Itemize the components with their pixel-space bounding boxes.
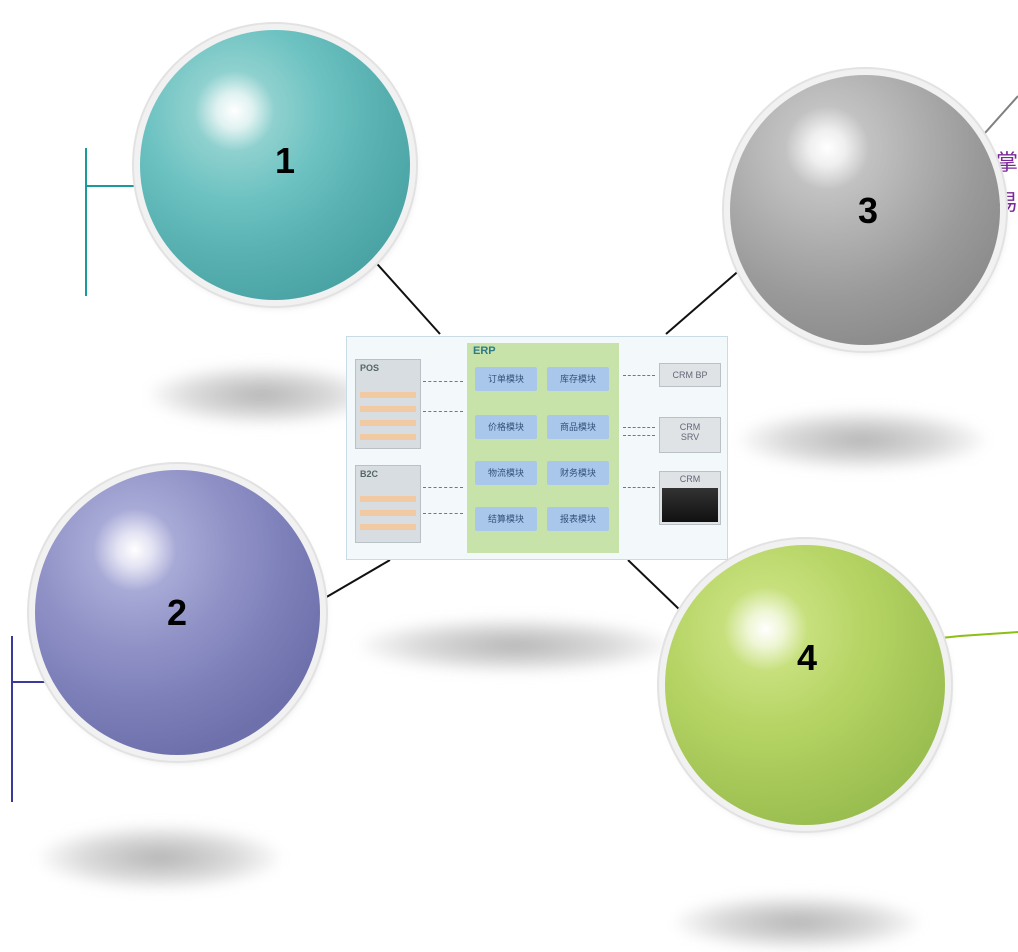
sphere-3-shadow (740, 410, 985, 470)
b2c-stripe (360, 496, 416, 502)
erp-module: 库存模块 (547, 367, 609, 391)
arrow-b2c-in (423, 487, 463, 488)
edge-text-line1: 掌 (996, 151, 1018, 176)
connector-1 (369, 255, 441, 335)
crm-box: CRM (659, 471, 721, 525)
edge-text-line2: 易 (996, 191, 1018, 216)
pos-system: POS (355, 359, 421, 449)
sphere-1-shadow (150, 365, 375, 425)
pos-stripe (360, 420, 416, 426)
sphere-2-shadow (40, 825, 280, 890)
arrow-crm (623, 487, 655, 488)
erp-module: 物流模块 (475, 461, 537, 485)
crm-screenshot (662, 488, 718, 522)
arrow-pos-out (423, 411, 463, 412)
erp-module: 结算模块 (475, 507, 537, 531)
connector-2 (317, 559, 391, 603)
b2c-stripe (360, 524, 416, 530)
arrow-crm-srv-out (623, 427, 655, 428)
sphere-4-number: 4 (797, 637, 818, 678)
sphere-4-shadow (675, 895, 920, 950)
erp-module: 价格模块 (475, 415, 537, 439)
connector-4 (627, 559, 683, 613)
arrow-crm-bp (623, 375, 655, 376)
pos-stripe (360, 392, 416, 398)
arrow-b2c-out (423, 513, 463, 514)
erp-module: 订单模块 (475, 367, 537, 391)
pos-stripe (360, 434, 416, 440)
crm-label: CRM (679, 474, 701, 484)
connector-3 (665, 267, 743, 335)
crm-srv-box: CRM SRV (659, 417, 721, 453)
crm-srv-label-line2: SRV (680, 432, 700, 442)
sphere-3[interactable]: 3 (730, 75, 1000, 345)
sphere-1[interactable]: 1 (140, 30, 410, 300)
pos-label: POS (360, 363, 380, 373)
crm-bp-label: CRM BP (672, 370, 708, 380)
sphere-4[interactable]: 4 (665, 545, 945, 825)
erp-module: 报表模块 (547, 507, 609, 531)
b2c-system: B2C (355, 465, 421, 543)
erp-module: 商品模块 (547, 415, 609, 439)
sphere-2-number: 2 (167, 592, 188, 633)
sphere-2[interactable]: 2 (35, 470, 320, 755)
crm-srv-label-line1: CRM (679, 422, 701, 432)
crm-bp-box: CRM BP (659, 363, 721, 387)
pos-stripe (360, 406, 416, 412)
erp-shadow (360, 618, 670, 673)
erp-diagram: POS B2C ERP 订单模块 库存模块 价格模块 商品模块 物流模块 财务模… (346, 336, 728, 560)
erp-module: 财务模块 (547, 461, 609, 485)
b2c-stripe (360, 510, 416, 516)
arrow-crm-srv-in (623, 435, 655, 436)
sphere-1-number: 1 (275, 140, 296, 181)
erp-title: ERP (473, 345, 496, 357)
arrow-pos-in (423, 381, 463, 382)
b2c-label: B2C (360, 469, 379, 479)
sphere-3-number: 3 (858, 190, 879, 231)
